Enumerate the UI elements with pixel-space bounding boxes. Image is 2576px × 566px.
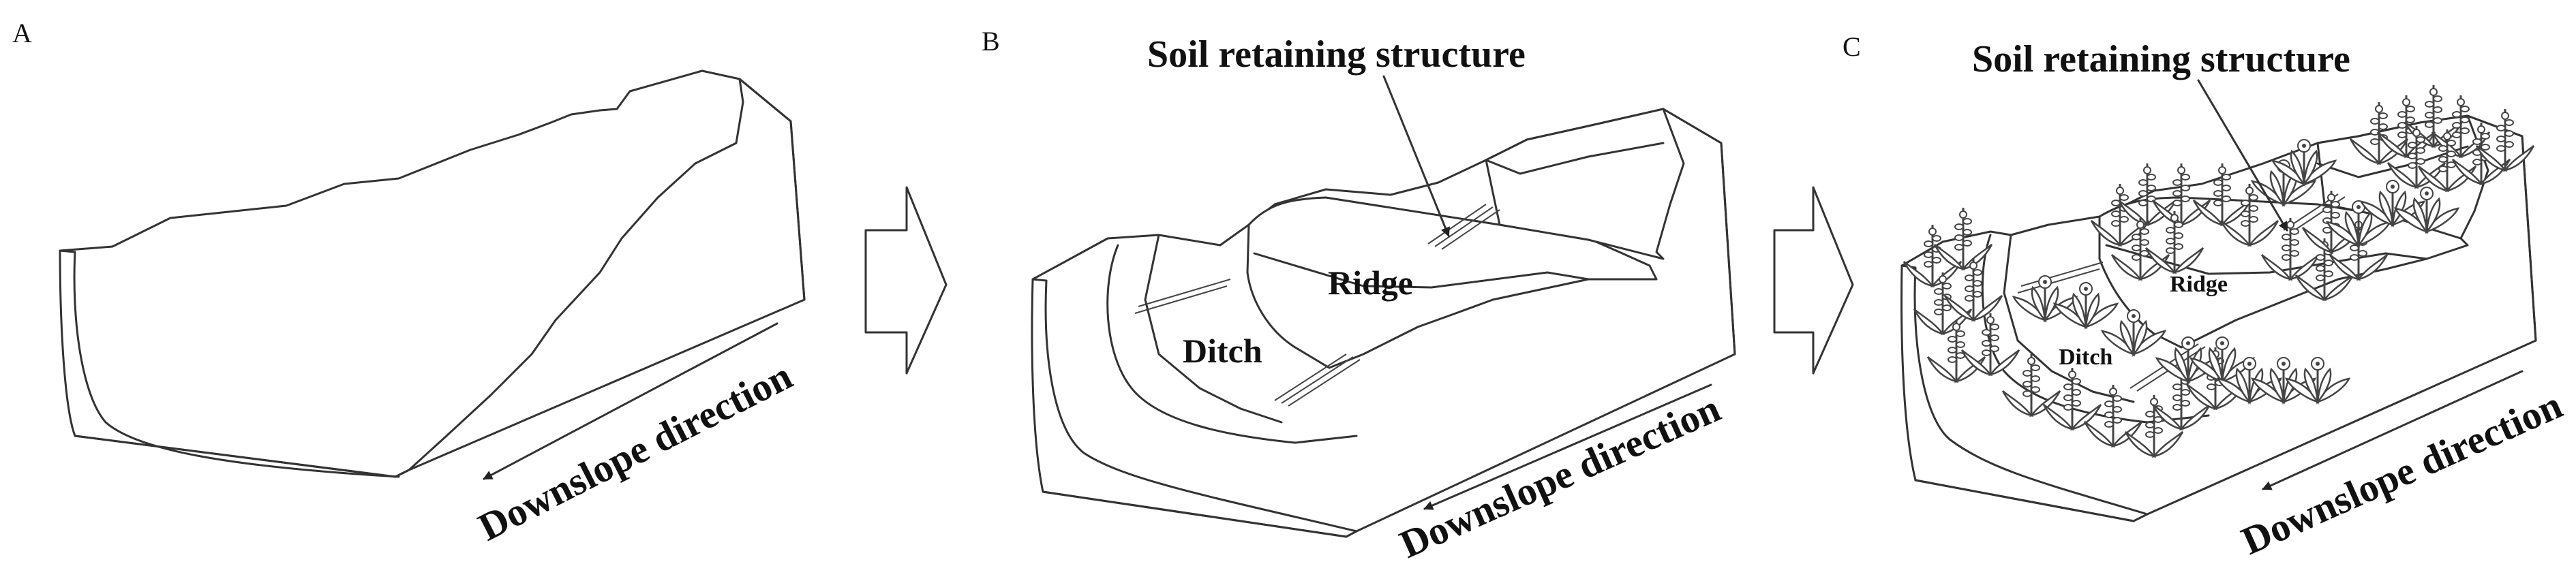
panel-c-structure-label: Soil retaining structure — [1972, 38, 2350, 80]
panel-b-structure-pointer — [1382, 75, 1450, 237]
panel-b-retaining-structure-lower — [1274, 353, 1347, 401]
panel-b-structure-label: Soil retaining structure — [1147, 33, 1526, 76]
panel-a-downslope-arrow — [483, 322, 778, 480]
panel-b-ridge — [1246, 196, 1658, 369]
panel-b-ditch-label: Ditch — [1183, 332, 1262, 370]
panel-c-letter: C — [1843, 31, 1861, 62]
panel-a-letter: A — [12, 18, 32, 48]
panel-c-downslope-arrow — [2262, 370, 2524, 490]
panel-c: C — [1843, 31, 2569, 563]
panel-b-retaining-structure-upper — [1427, 204, 1487, 245]
panel-a-front-rim — [59, 249, 400, 478]
panel-b: B Soil retaining structure Ridge Ditch — [982, 26, 1736, 566]
panel-b-letter: B — [982, 26, 1000, 57]
panel-b-ridge-label: Ridge — [1328, 264, 1413, 302]
right-arrow-outline-icon — [864, 186, 948, 375]
panel-b-ditch — [1106, 244, 1358, 444]
panel-c-ditch-label: Ditch — [2059, 345, 2112, 370]
panel-b-downslope-arrow — [1423, 383, 1712, 510]
panel-b-upper-block — [1485, 108, 1685, 260]
panel-a-right-face — [738, 78, 806, 301]
panel-c-ditch — [1981, 234, 2210, 424]
panel-a-slope-contour — [408, 78, 744, 471]
panel-a: A Downslope direction — [12, 18, 806, 550]
panel-c-structure-pointer — [2197, 79, 2288, 232]
panel-c-ridge-label: Ridge — [2170, 272, 2228, 297]
right-arrow-outline-icon — [1773, 186, 1854, 375]
